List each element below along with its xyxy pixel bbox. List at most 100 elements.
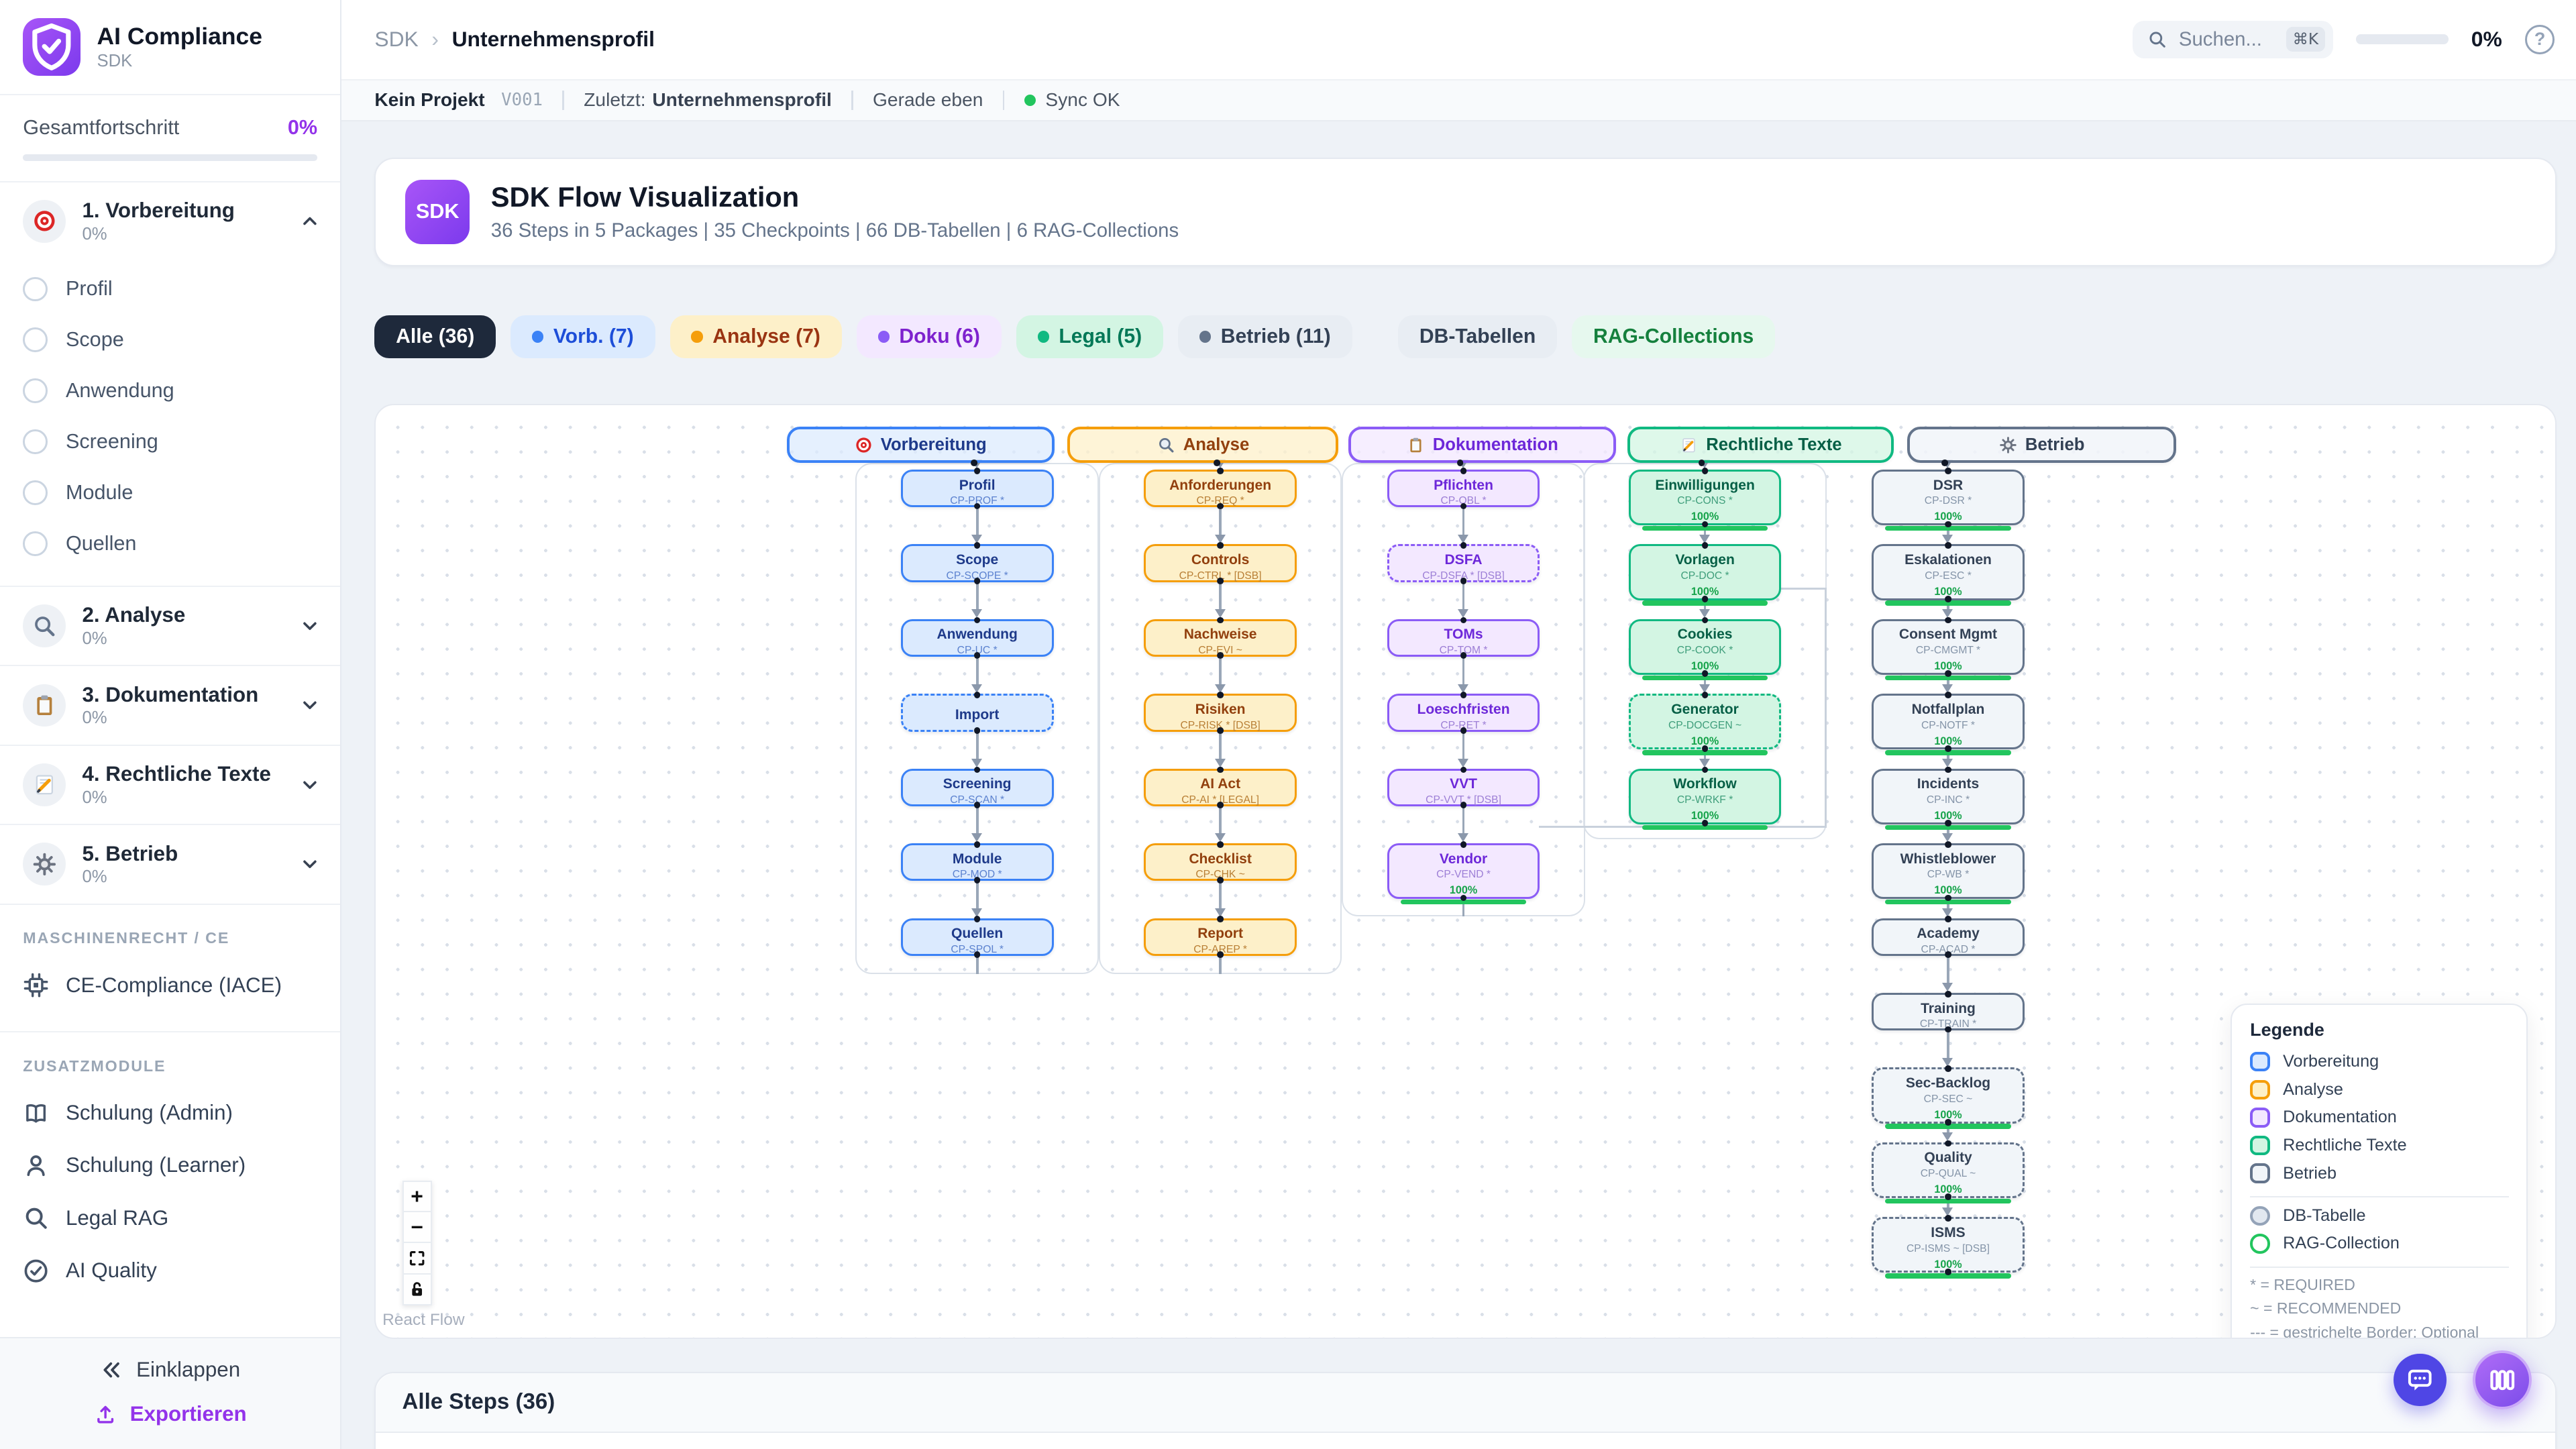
filter-pill-legal-5[interactable]: Legal (5)	[1016, 315, 1164, 358]
sidebar-item-ce-compliance-iace[interactable]: CE-Compliance (IACE)	[0, 959, 340, 1011]
edge-handle	[1460, 502, 1467, 510]
header-progress-bar	[2356, 34, 2449, 45]
package-header-dokumentation[interactable]: Dokumentation	[1348, 427, 1617, 464]
chevron-down-icon[interactable]	[299, 853, 321, 875]
package-header-betrieb[interactable]: Betrieb	[1907, 427, 2177, 464]
node-code: CP-PROF *	[950, 495, 1005, 507]
chevron-down-icon[interactable]	[299, 694, 321, 716]
filter-pill-vorb-7[interactable]: Vorb. (7)	[511, 315, 655, 358]
lock-button[interactable]	[402, 1274, 432, 1306]
collapse-sidebar-button[interactable]: Einklappen	[100, 1358, 240, 1382]
filter-pill-db-tabellen[interactable]: DB-Tabellen	[1398, 315, 1558, 358]
chat-button[interactable]	[2394, 1353, 2447, 1407]
filter-pill-betrieb-11[interactable]: Betrieb (11)	[1178, 315, 1352, 358]
sidebar-item-legal-rag[interactable]: Legal RAG	[0, 1192, 340, 1244]
sidebar-step-screening[interactable]: Screening	[0, 417, 340, 468]
help-icon[interactable]: ?	[2525, 24, 2555, 54]
package-header-rechtliche-texte[interactable]: Rechtliche Texte	[1627, 427, 1894, 464]
export-button[interactable]: Exportieren	[94, 1402, 247, 1426]
sidebar-step-scope[interactable]: Scope	[0, 315, 340, 366]
package-header-analyse[interactable]: Analyse	[1067, 427, 1339, 464]
sidebar-item-schulung-admin[interactable]: Schulung (Admin)	[0, 1087, 340, 1139]
flow-edge	[1947, 1199, 1949, 1209]
node-progress-bar	[1885, 1198, 2011, 1204]
search-input[interactable]: Suchen... ⌘K	[2133, 20, 2334, 58]
breadcrumb-root[interactable]: SDK	[374, 27, 419, 52]
sidebar-item-schulung-learner[interactable]: Schulung (Learner)	[0, 1139, 340, 1191]
zoom-in-button[interactable]: +	[402, 1181, 432, 1212]
flow-edge	[1219, 882, 1222, 910]
edge-handle	[1701, 542, 1709, 549]
filter-pill-rag-collections[interactable]: RAG-Collections	[1572, 315, 1776, 358]
chevron-down-icon[interactable]	[299, 615, 321, 637]
node-code: CP-DSR *	[1924, 495, 1972, 507]
filter-pill-alle-36[interactable]: Alle (36)	[374, 315, 496, 358]
sidebar-item-ai-quality[interactable]: AI Quality	[0, 1244, 340, 1297]
edge-arrow-icon	[1699, 684, 1710, 694]
edge-arrow-icon	[971, 609, 983, 619]
node-title: Consent Mgmt	[1898, 627, 1998, 643]
sidebar-step-quellen[interactable]: Quellen	[0, 518, 340, 569]
edge-handle	[1945, 1268, 1951, 1275]
chevron-down-icon[interactable]	[299, 774, 321, 796]
fit-view-button[interactable]	[402, 1243, 432, 1275]
filter-pill-doku-6[interactable]: Doku (6)	[856, 315, 1002, 358]
flow-node-import[interactable]: Import	[900, 692, 1054, 734]
zoom-out-button[interactable]: −	[402, 1212, 432, 1244]
flow-edge	[975, 955, 979, 974]
sidebar-step-anwendung[interactable]: Anwendung	[0, 366, 340, 417]
board-view-button[interactable]	[2472, 1350, 2532, 1410]
node-code: CP-WRKF *	[1676, 794, 1733, 806]
status-divider	[1002, 90, 1005, 111]
project-name: Kein Projekt	[374, 89, 485, 111]
sidebar-step-profil[interactable]: Profil	[0, 264, 340, 315]
filter-pill-analyse-7[interactable]: Analyse (7)	[669, 315, 842, 358]
chevron-up-icon[interactable]	[299, 211, 321, 232]
flow-edge	[1219, 955, 1222, 974]
package-header-vorbereitung[interactable]: Vorbereitung	[786, 427, 1055, 464]
sidebar-step-module[interactable]: Module	[0, 467, 340, 518]
legend-item-dokumentation: Dokumentation	[2250, 1108, 2508, 1128]
